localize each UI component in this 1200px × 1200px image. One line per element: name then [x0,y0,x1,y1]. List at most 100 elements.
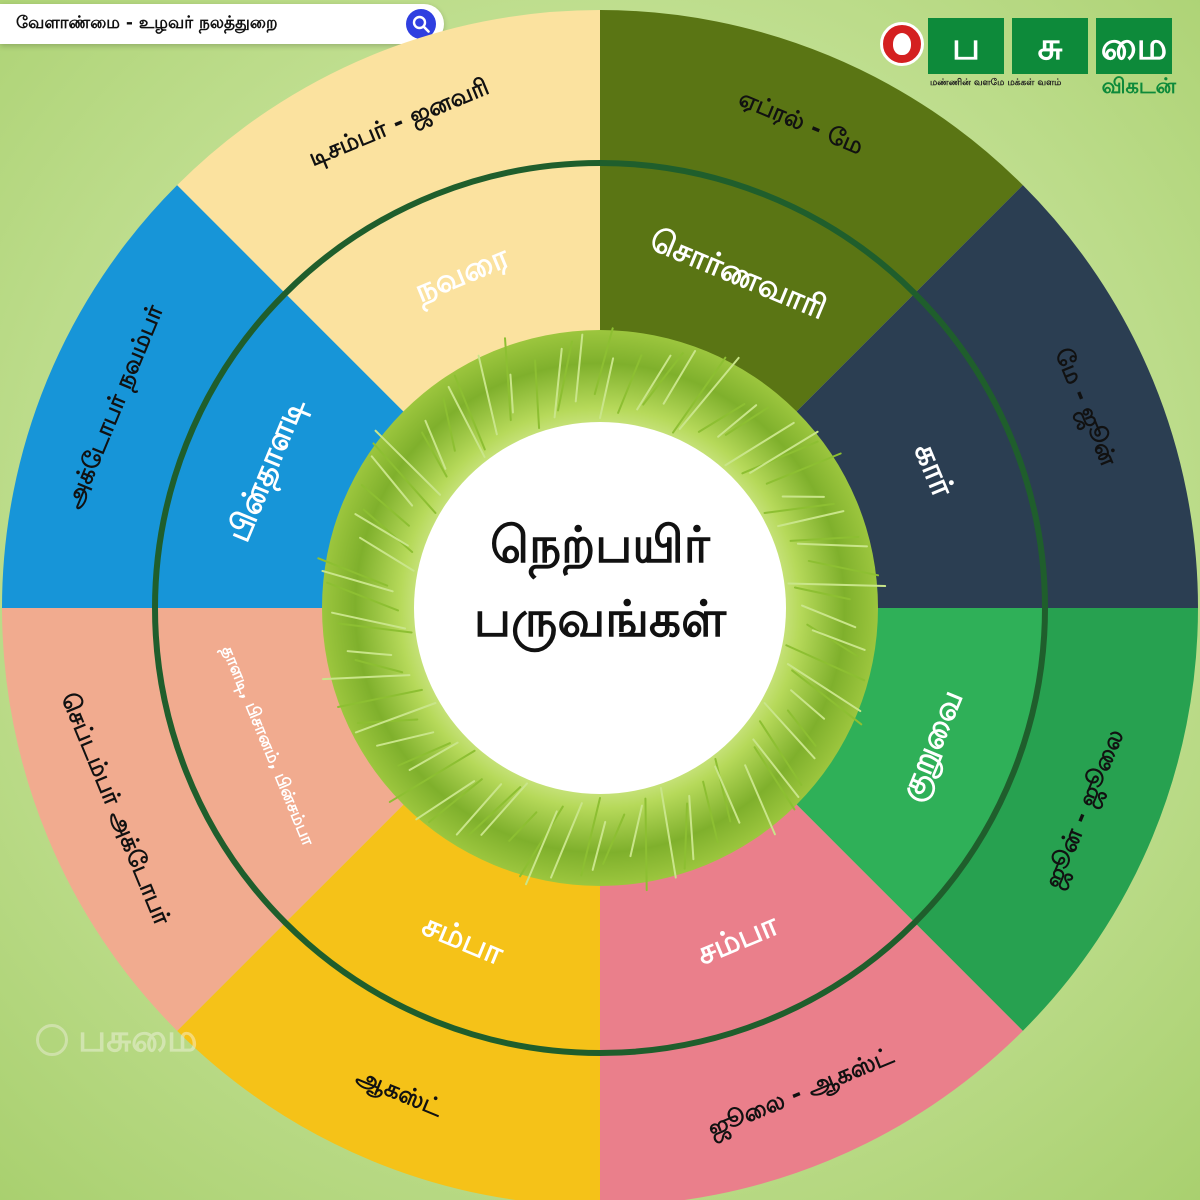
inner-segment [789,608,1045,923]
grass-blade [617,354,643,414]
grass-blade [724,406,770,436]
grass-blade [374,429,442,496]
outer-segment [2,185,286,608]
grass-blades [317,327,887,892]
grass-blade [370,455,414,507]
inner-segment [600,797,915,1053]
grass-blade [331,611,407,630]
grass-blade [362,508,414,554]
grass-blade [741,440,819,475]
grass-blade [683,802,689,870]
search-bar[interactable]: வேளாண்மை - உழவர் நலத்துறை [0,4,444,44]
grass-blade [790,689,826,720]
grass-blade [786,662,862,713]
grass-blade [519,805,564,878]
grass-blade [388,749,476,803]
outer-segment [177,10,600,294]
grass-blade [672,356,727,434]
grass-blade [453,374,486,451]
outer-segment [177,922,600,1200]
brand-tagline: மண்ணின் வளமே மக்கள் வளம் [930,78,1062,88]
grass-blade [785,644,866,682]
grass-blade [480,782,528,836]
grass-blade [376,731,435,747]
grass-blade [724,421,795,467]
grass-blade [644,797,648,892]
grass-blade [662,350,697,405]
search-bar-text: வேளாண்மை - உழவர் நலத்துறை [16,13,278,33]
grass-blade [811,629,866,651]
grass-blade [793,586,851,601]
grass-blade [807,559,880,577]
grass-blade [420,431,448,478]
outer-segment [600,10,1023,294]
grass-blade [744,764,776,836]
grass-blade [697,402,746,433]
outer-segments [2,10,1198,1200]
inner-segment [285,163,600,419]
grass-blade [504,337,512,422]
grass-blade [591,820,607,871]
inner-segments [155,163,1045,1053]
grass-blade [397,742,451,767]
grass-blade [763,502,835,514]
grass-blade [321,569,394,593]
inner-segment [155,293,411,608]
grass-blade [714,765,741,824]
grass-blade [678,356,740,430]
grass-blade [508,811,538,842]
grass-blade [800,604,857,629]
brand-letter: சு [1012,18,1088,74]
brand-letter: ப [928,18,1004,74]
grass-blade [372,442,437,514]
grass-blade [749,430,819,474]
inner-segment [789,293,1045,608]
grass-blade [326,581,400,612]
grass-blade [354,702,437,734]
watermark-icon [36,1024,68,1056]
grass-blade [636,354,672,411]
grass-blade [509,373,514,414]
grass-blade [688,794,695,861]
grass-blade [574,333,584,403]
grass-blade [346,650,393,657]
grass-blade [360,484,410,527]
outer-segment [914,185,1198,608]
grass-blade [415,780,476,821]
center-title: நெற்பயிர் பருவங்கள் [420,508,780,656]
grass-blade [717,404,758,438]
grass-blade [553,347,563,419]
brand-logo: ப சு மை மண்ணின் வளமே மக்கள் வளம் விகடன் [880,16,1180,106]
grass-blade [758,720,803,786]
grass-blade [629,804,643,858]
grass-blade [424,419,447,470]
center-title-line2: பருவங்கள் [473,590,727,648]
grass-blade [580,797,601,877]
grass-blade [777,510,845,528]
grass-blade [477,354,498,436]
outer-segment [914,608,1198,1031]
grass-blade [765,452,842,485]
grass-blade [602,813,626,865]
watermark-text: பசுமை [78,1016,198,1060]
brand-letter: மை [1096,18,1172,74]
grass-blade [428,778,483,824]
search-button[interactable] [406,9,436,39]
center-circle [414,422,786,794]
outer-segment [2,608,286,1031]
search-icon [412,15,430,33]
grass-blade [524,810,558,886]
grass-blade [753,746,796,811]
grass-blade [599,357,615,419]
inner-segment [155,608,411,923]
grass-blade [593,327,614,396]
grass-blade [534,359,541,430]
grass-blade [714,757,732,823]
grass-blade [455,783,503,836]
grass-blade [557,340,573,412]
grass-blade [702,780,719,844]
grass-blade [321,674,411,681]
grass-blade [791,669,863,726]
grass-blade [789,535,860,542]
